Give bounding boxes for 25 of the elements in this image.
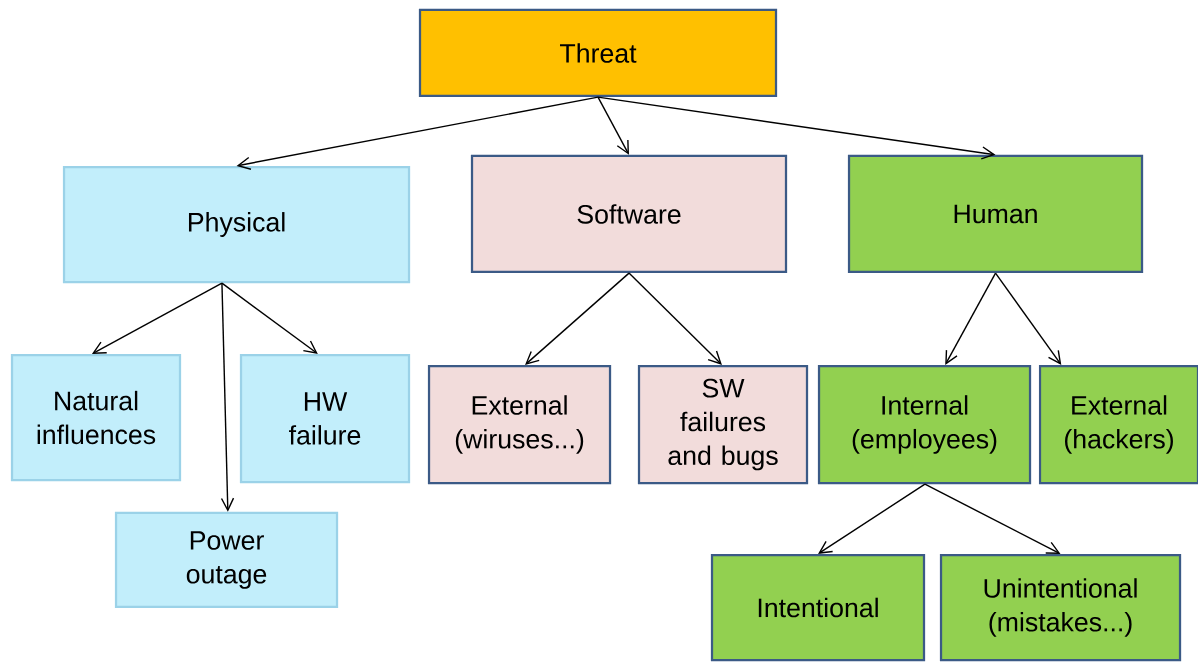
arrow (994, 272, 1062, 365)
category-box: Unintentional (mistakes...) (939, 553, 1182, 662)
arrow (91, 282, 223, 354)
arrow (924, 483, 1061, 554)
arrow (236, 96, 599, 170)
arrow (597, 96, 629, 155)
category-box: Intentional (710, 553, 926, 662)
root-box: Threat (418, 8, 778, 98)
arrow (220, 282, 235, 512)
arrow (818, 483, 926, 554)
category-box: Software (470, 154, 788, 274)
category-box: Internal (employees) (817, 364, 1032, 485)
category-box: Human (847, 154, 1144, 274)
arrow (945, 272, 997, 365)
category-box: Physical (62, 165, 411, 284)
arrow (597, 96, 996, 160)
category-box: External (wiruses...) (427, 364, 612, 485)
arrow (525, 272, 630, 365)
arrow (628, 272, 722, 365)
arrow (221, 282, 318, 354)
category-box: SW failures and bugs (637, 364, 809, 485)
category-box: HW failure (239, 353, 411, 484)
category-box: Natural influences (10, 353, 182, 482)
category-box: External (hackers) (1038, 364, 1198, 485)
category-box: Power outage (114, 511, 339, 609)
